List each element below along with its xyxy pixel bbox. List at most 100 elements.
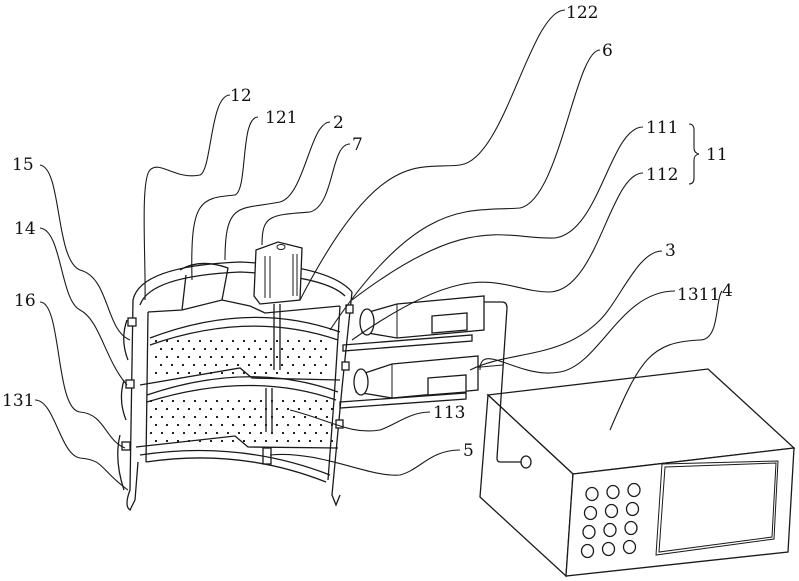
perforation [232, 424, 234, 426]
perforation [281, 364, 283, 366]
upper-tray-front-edge [139, 367, 341, 386]
perforation [281, 348, 283, 350]
perforation [309, 372, 311, 374]
label-3: 3 [665, 241, 676, 261]
label-121: 121 [265, 108, 297, 128]
display-screen [655, 460, 779, 556]
perforation [265, 356, 267, 358]
perforation [166, 372, 168, 374]
perforation [183, 432, 185, 434]
bottom-rim-inner [145, 457, 327, 483]
perforation [320, 408, 322, 410]
perforation [287, 340, 289, 342]
perforation [226, 348, 228, 350]
perforation [150, 416, 152, 418]
perforation [326, 416, 328, 418]
perforation [260, 432, 262, 434]
keypad-button [582, 524, 596, 540]
keypad-button [583, 505, 598, 521]
perforation [265, 408, 267, 410]
perforation [177, 372, 179, 374]
lid-front-edge [147, 299, 341, 314]
perforation [227, 400, 229, 402]
perforation [265, 424, 267, 426]
label-4: 4 [722, 281, 733, 301]
perforation [177, 340, 179, 342]
left-wall-inner [145, 311, 149, 463]
perforation [276, 408, 278, 410]
perforation [172, 432, 174, 434]
perforation [265, 372, 267, 374]
perforation [193, 348, 195, 350]
perforation [293, 400, 295, 402]
perforation [237, 364, 239, 366]
perforation [177, 424, 179, 426]
perforation [210, 372, 212, 374]
perforation [259, 348, 261, 350]
perforation [227, 432, 229, 434]
right-wall-inner [327, 305, 341, 481]
perforation [177, 356, 179, 358]
perforation [282, 400, 284, 402]
keypad-button [606, 484, 620, 500]
perforation [238, 432, 240, 434]
perforation [199, 340, 201, 342]
left-wall [126, 299, 139, 511]
lower-tray-front-edge [135, 435, 339, 449]
perforation [265, 440, 267, 442]
perforation [221, 372, 223, 374]
perforation [177, 440, 179, 442]
label-2: 2 [333, 113, 344, 133]
perforation [188, 424, 190, 426]
perforation [331, 440, 333, 442]
label-12: 12 [230, 86, 252, 106]
perforation [249, 416, 251, 418]
perforation [188, 440, 190, 442]
perforation [309, 356, 311, 358]
perforation [326, 432, 328, 434]
perforation [298, 408, 300, 410]
perforation [287, 440, 289, 442]
perforation [199, 440, 201, 442]
perforation [243, 340, 245, 342]
perforation [188, 408, 190, 410]
perforation [315, 432, 317, 434]
perforation [210, 340, 212, 342]
perforation [243, 372, 245, 374]
keypad-button [604, 503, 619, 519]
perforation [172, 416, 174, 418]
lower-tray-back-rim [146, 376, 339, 396]
perforation [254, 372, 256, 374]
perforation [215, 348, 217, 350]
perforation [282, 416, 284, 418]
perforation [282, 432, 284, 434]
perforation [303, 348, 305, 350]
perforation [204, 348, 206, 350]
perforation [309, 440, 311, 442]
perforation [254, 356, 256, 358]
perforation [210, 440, 212, 442]
label-113: 113 [433, 403, 465, 423]
feed-opening [179, 262, 229, 311]
perforation [320, 440, 322, 442]
perforation [287, 356, 289, 358]
perforation [166, 340, 168, 342]
perforation [155, 340, 157, 342]
perforation [325, 364, 327, 366]
perforation [238, 416, 240, 418]
perforation [248, 348, 250, 350]
perforation [265, 340, 267, 342]
lower-pump [339, 355, 479, 409]
perforation [298, 424, 300, 426]
perforation [172, 400, 174, 402]
bottom-rim [139, 449, 331, 476]
perforation [183, 400, 185, 402]
perforation [232, 440, 234, 442]
perforation [221, 340, 223, 342]
perforation [188, 372, 190, 374]
perforation [150, 400, 152, 402]
perforation [205, 432, 207, 434]
label-122: 122 [566, 3, 598, 23]
perforation [182, 364, 184, 366]
